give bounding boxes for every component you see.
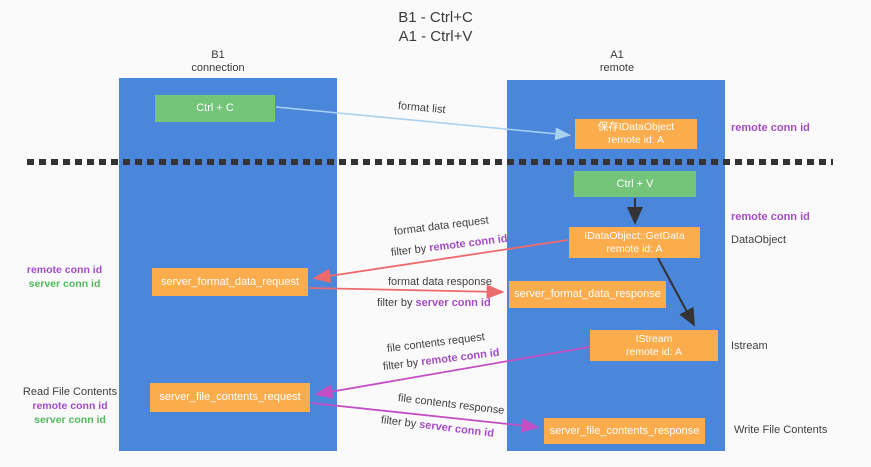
filter-highlight-2: server conn id	[415, 297, 491, 309]
server-format-data-response-box: server_format_data_response	[509, 281, 666, 308]
diagram-title: B1 - Ctrl+C A1 - Ctrl+V	[0, 8, 871, 46]
filter-highlight-4: server conn id	[418, 418, 495, 440]
filter-prefix-3: filter by	[382, 356, 422, 373]
left-column-name: B1	[211, 49, 225, 61]
remote-conn-id-label-mid: remote conn id	[731, 211, 810, 223]
idataobject-getdata-box: IDataObject::GetData remote id: A	[569, 227, 700, 258]
save-idataobject-line1: 保存IDataObject	[597, 121, 675, 133]
server-file-contents-request-box: server_file_contents_request	[150, 383, 310, 412]
left1-server-conn-id-label: server conn id	[28, 278, 101, 290]
file-contents-response-label: file contents response	[397, 392, 505, 417]
format-list-label: format list	[397, 100, 447, 117]
ctrl-v-action-box: Ctrl + V	[574, 171, 696, 197]
filter-by-remote-conn-id-label-1: filter by remote conn id	[390, 233, 508, 259]
right-column-header: A1 remote	[557, 49, 677, 75]
left-conn-id-stack-1: remote conn id server conn id	[22, 263, 107, 291]
read-file-contents-label: Read File Contents	[22, 386, 118, 398]
istream-line1: IStream	[635, 332, 673, 345]
istream-line2: remote id: A	[625, 345, 683, 358]
format-data-request-label: format data request	[393, 214, 490, 238]
getdata-line1: IDataObject::GetData	[584, 229, 685, 242]
left-column-subtitle: connection	[191, 62, 245, 74]
getdata-line2: remote id: A	[606, 242, 663, 255]
server-file-contents-response-box: server_file_contents_response	[544, 418, 705, 444]
left2-remote-conn-id-label: remote conn id	[32, 400, 108, 412]
filter-prefix-4: filter by	[380, 414, 420, 431]
left-conn-id-stack-2: Read File Contents remote conn id server…	[22, 385, 118, 427]
istream-box: IStream remote id: A	[590, 330, 718, 361]
filter-highlight-1: remote conn id	[428, 232, 509, 255]
dataobject-label: DataObject	[731, 234, 787, 246]
arrow-format-data-response	[308, 284, 505, 299]
istream-label: Istream	[731, 340, 768, 352]
filter-highlight-3: remote conn id	[420, 346, 501, 369]
filter-by-server-conn-id-label-2: filter by server conn id	[380, 414, 494, 440]
title-line-1: B1 - Ctrl+C	[398, 9, 473, 26]
left2-server-conn-id-label: server conn id	[34, 414, 106, 426]
right-column-subtitle: remote	[599, 62, 635, 74]
right-column-name: A1	[610, 49, 624, 61]
save-idataobject-box: 保存IDataObject remote id: A	[575, 119, 697, 149]
format-data-response-label: format data response	[388, 276, 492, 288]
remote-conn-id-label-top: remote conn id	[731, 122, 810, 134]
session-divider-dashed-line	[27, 159, 833, 165]
title-line-2: A1 - Ctrl+V	[398, 28, 473, 45]
write-file-contents-label: Write File Contents	[734, 424, 828, 436]
save-idataobject-line2: remote id: A	[607, 134, 665, 146]
left-column-header: B1 connection	[158, 49, 278, 75]
filter-prefix-2: filter by	[377, 297, 416, 309]
filter-by-server-conn-id-label-1: filter by server conn id	[377, 297, 491, 309]
server-format-data-request-box: server_format_data_request	[152, 268, 308, 296]
left1-remote-conn-id-label: remote conn id	[26, 264, 103, 276]
ctrl-c-action-box: Ctrl + C	[155, 95, 275, 122]
filter-prefix-1: filter by	[390, 242, 430, 259]
